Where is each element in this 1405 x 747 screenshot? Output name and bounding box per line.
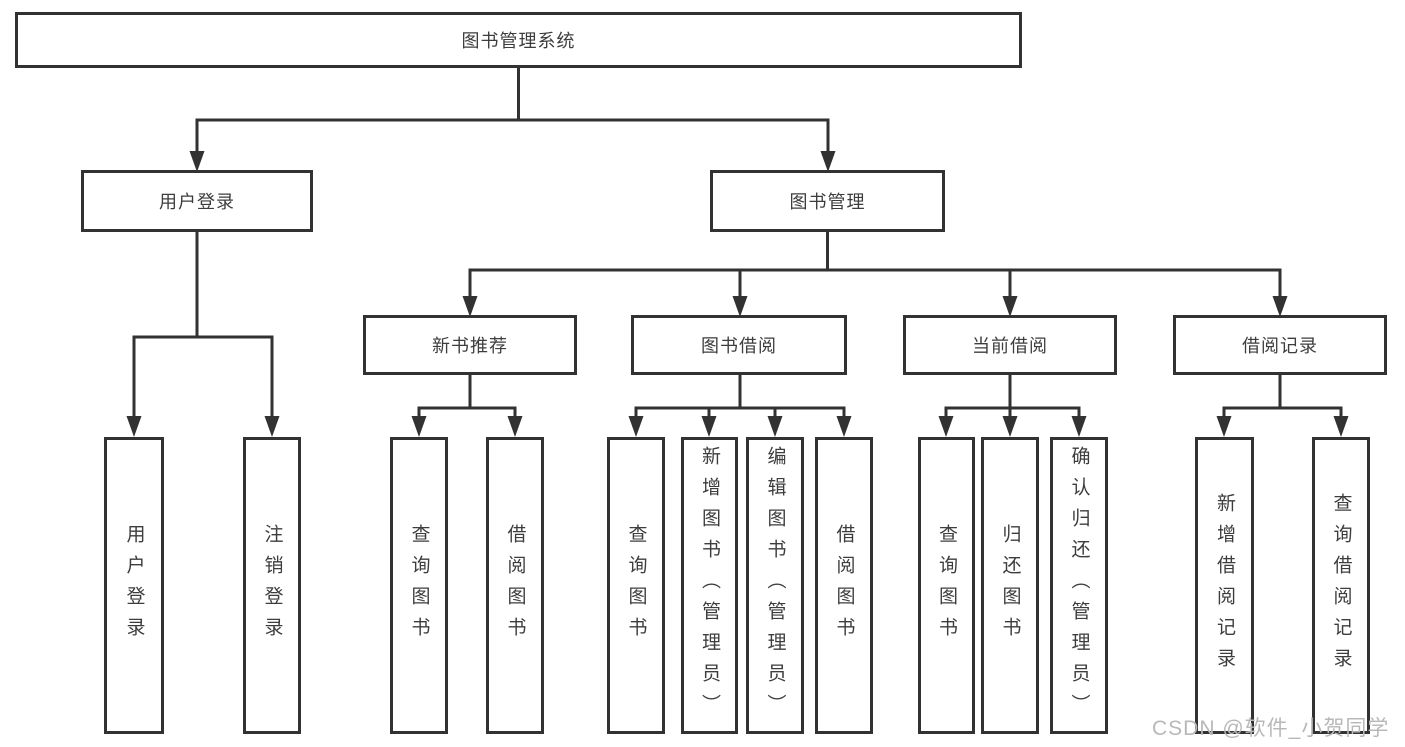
leaf-confirm-return-admin: 确认归还（管理员） <box>1050 437 1108 734</box>
leaf-edit-book-admin: 编辑图书（管理员） <box>746 437 804 734</box>
node-label: 查询借阅记录 <box>1330 492 1352 679</box>
node-label: 用户登录 <box>159 192 235 212</box>
node-label: 借阅图书 <box>833 523 855 648</box>
node-user-login: 用户登录 <box>81 170 313 232</box>
node-current-borrowing: 当前借阅 <box>903 315 1117 375</box>
leaf-query-books-borrowing: 查询图书 <box>607 437 665 734</box>
node-label: 查询图书 <box>936 523 957 648</box>
node-label: 用户登录 <box>123 523 145 648</box>
node-new-book-recommendation: 新书推荐 <box>363 315 577 375</box>
node-label: 图书管理 <box>789 192 866 212</box>
node-label: 新增借阅记录 <box>1214 492 1235 679</box>
node-label: 确认归还（管理员） <box>1068 446 1090 725</box>
node-book-management: 图书管理 <box>710 170 945 232</box>
node-book-borrowing: 图书借阅 <box>631 315 847 375</box>
leaf-borrow-books-recommend: 借阅图书 <box>486 437 544 734</box>
csdn-watermark: CSDN @软件_小贺同学 <box>1152 717 1390 740</box>
node-label: 图书借阅 <box>701 336 777 356</box>
leaf-query-books-current: 查询图书 <box>918 437 975 734</box>
leaf-user-login: 用户登录 <box>104 437 164 734</box>
tree-branch-lines <box>132 68 1343 422</box>
leaf-add-borrow-record: 新增借阅记录 <box>1195 437 1254 734</box>
node-label: 新书推荐 <box>432 336 508 356</box>
node-label: 编辑图书（管理员） <box>764 446 786 725</box>
node-label: 查询图书 <box>408 523 430 648</box>
leaf-borrow-books-borrowing: 借阅图书 <box>815 437 873 734</box>
node-label: 图书管理系统 <box>461 31 576 51</box>
node-borrowing-records: 借阅记录 <box>1173 315 1387 375</box>
leaf-add-book-admin: 新增图书（管理员） <box>681 437 738 734</box>
leaf-return-books: 归还图书 <box>981 437 1039 734</box>
node-label: 查询图书 <box>625 523 647 648</box>
leaf-logout: 注销登录 <box>243 437 301 734</box>
node-library-management-system: 图书管理系统 <box>15 12 1022 68</box>
node-label: 新增图书（管理员） <box>699 446 720 725</box>
leaf-query-borrow-record: 查询借阅记录 <box>1312 437 1370 734</box>
node-label: 注销登录 <box>261 523 283 648</box>
node-label: 当前借阅 <box>972 336 1048 356</box>
node-label: 借阅图书 <box>504 523 526 648</box>
node-label: 借阅记录 <box>1242 336 1318 356</box>
node-label: 归还图书 <box>999 523 1021 648</box>
leaf-query-books-recommend: 查询图书 <box>390 437 448 734</box>
